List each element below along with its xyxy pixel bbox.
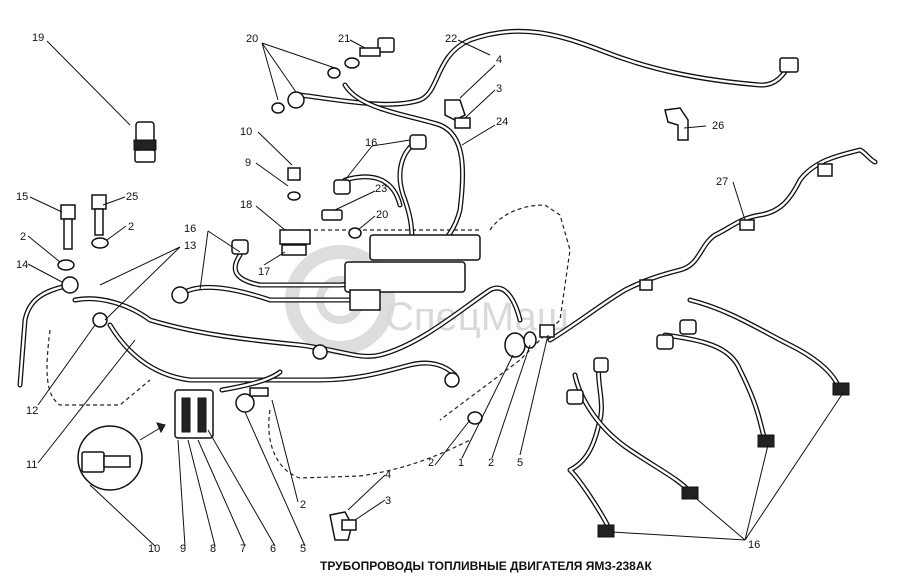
callouts: 19 20 21 22 4 3 24 26 10 16 9 23 27 15 2… <box>16 32 760 555</box>
clip-26 <box>664 107 689 141</box>
callout-4-bottom: 4 <box>385 469 391 481</box>
callout-13: 13 <box>184 240 196 252</box>
washer-20a <box>271 102 285 114</box>
callout-7: 7 <box>240 543 246 555</box>
callout-5-bottom: 5 <box>300 543 306 555</box>
watermark: СпецМаш <box>285 245 569 355</box>
leader-lines <box>27 39 844 547</box>
nut-16-r2 <box>593 357 609 373</box>
callout-20-mid: 20 <box>376 209 388 221</box>
clip-3-top <box>454 117 471 129</box>
bolt-23 <box>321 209 343 221</box>
callout-11: 11 <box>26 459 37 471</box>
fitting-27a <box>817 163 833 177</box>
callout-24: 24 <box>496 116 508 128</box>
bolt-10-large <box>77 425 143 491</box>
banjo-12 <box>92 312 108 328</box>
bolt-25 <box>91 194 107 236</box>
fitting-27b <box>739 219 755 231</box>
nut-16-r5 <box>597 524 615 538</box>
callout-9-top: 9 <box>245 157 251 169</box>
callout-2-a: 2 <box>20 231 26 243</box>
callout-2-e: 2 <box>300 499 306 511</box>
callout-16-top: 16 <box>365 137 377 149</box>
callout-16-right: 16 <box>748 539 760 551</box>
callout-9-bottom: 9 <box>180 543 186 555</box>
washer-20c <box>344 57 360 69</box>
callout-10-bottom: 10 <box>148 543 160 555</box>
bolt-15 <box>60 204 76 250</box>
washer-9-top <box>287 191 301 201</box>
callout-14: 14 <box>16 259 28 271</box>
callout-3-top: 3 <box>496 83 502 95</box>
callout-27: 27 <box>716 176 728 188</box>
clip-3-bottom <box>341 519 357 531</box>
nut-16-r4 <box>679 319 697 335</box>
callout-12: 12 <box>26 405 38 417</box>
clamp-17 <box>281 244 307 256</box>
callout-26: 26 <box>712 120 724 132</box>
nut-16-r6 <box>681 486 699 500</box>
bolt-5 <box>235 387 269 413</box>
callout-1: 1 <box>458 457 464 469</box>
callout-2-d: 2 <box>488 457 494 469</box>
bolt-21 <box>359 37 395 57</box>
nut-16-a <box>333 179 351 195</box>
callout-22: 22 <box>445 33 457 45</box>
callout-3-bottom: 3 <box>385 495 391 507</box>
clamp-18 <box>279 229 311 245</box>
washer-2-banjo <box>523 331 537 349</box>
fitting-center <box>312 344 328 360</box>
banjo-fitting <box>287 91 305 109</box>
washer-20-mid <box>348 227 362 239</box>
callout-23: 23 <box>375 183 387 195</box>
bracket-assembly <box>174 389 214 439</box>
fitting-19 <box>133 121 157 163</box>
diagram-caption: ТРУБОПРОВОДЫ ТОПЛИВНЫЕ ДВИГАТЕЛЯ ЯМЗ-238… <box>320 559 653 573</box>
callout-18: 18 <box>240 199 252 211</box>
callout-2-c: 2 <box>428 457 434 469</box>
nut-16-left <box>171 286 189 304</box>
nut-16-r3 <box>656 334 674 350</box>
fitting-27c <box>639 279 653 291</box>
callout-16-left: 16 <box>184 223 196 235</box>
nut-22 <box>779 57 799 73</box>
callout-8: 8 <box>210 543 216 555</box>
nut-16-b <box>409 134 427 150</box>
callout-6: 6 <box>270 543 276 555</box>
arrow-head <box>156 422 166 434</box>
callout-20-top: 20 <box>246 33 258 45</box>
banjo-14 <box>61 276 79 294</box>
callout-5-right: 5 <box>517 457 523 469</box>
bolt-5-right <box>539 324 555 338</box>
parts <box>57 37 850 541</box>
banjo-1 <box>504 332 526 358</box>
washer-20b <box>327 67 341 79</box>
washer-2-right <box>91 237 109 249</box>
callout-25: 25 <box>126 191 138 203</box>
callout-4-top: 4 <box>496 54 502 66</box>
bolt-10-top <box>287 167 301 181</box>
injection-pump-block <box>344 234 481 311</box>
callout-21: 21 <box>338 33 350 45</box>
callout-19: 19 <box>32 32 44 44</box>
nut-16-r7 <box>757 434 775 448</box>
clip-4-bottom <box>329 511 353 541</box>
callout-10-top: 10 <box>240 126 252 138</box>
washer-2-left <box>57 259 75 271</box>
fitting-lower <box>444 372 460 388</box>
callout-2-b: 2 <box>128 221 134 233</box>
nut-16-r1 <box>566 389 584 405</box>
callout-15: 15 <box>16 191 28 203</box>
watermark-text: СпецМаш <box>385 295 569 339</box>
nut-16-r8 <box>832 382 850 396</box>
callout-17: 17 <box>258 266 270 278</box>
clip-4-top <box>444 99 466 121</box>
